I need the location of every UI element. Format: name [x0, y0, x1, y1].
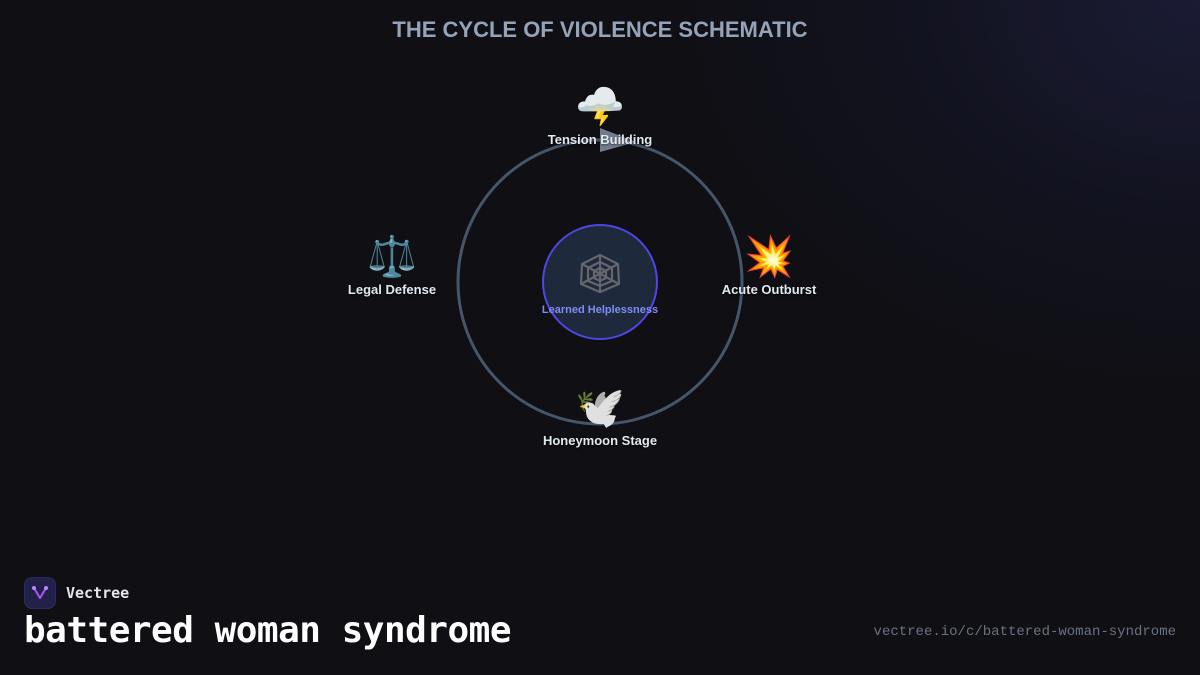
- stage-label: Legal Defense: [347, 282, 437, 297]
- collision-icon: 💥: [744, 235, 794, 279]
- brand: Vectree: [24, 577, 129, 609]
- stage-label: Tension Building: [547, 132, 653, 147]
- stage-tension-building: 🌩️ Tension Building: [548, 84, 652, 147]
- direction-arrow-icon: [600, 128, 636, 152]
- topic-title: battered woman syndrome: [24, 610, 512, 651]
- center-label: Learned Helplessness: [541, 304, 659, 316]
- vectree-logo-icon: [24, 577, 56, 609]
- dove-icon: 🕊️: [575, 386, 625, 430]
- scales-icon: ⚖️: [367, 235, 417, 279]
- stage-legal-defense: ⚖️ Legal Defense: [348, 234, 436, 297]
- stage-label: Honeymoon Stage: [542, 433, 658, 448]
- spider-web-icon: [579, 253, 621, 294]
- cloud-lightning-icon: 🌩️: [575, 85, 625, 129]
- brand-name: Vectree: [66, 584, 130, 602]
- page-url: vectree.io/c/battered-woman-syndrome: [873, 624, 1176, 640]
- stage-label: Acute Outburst: [721, 282, 817, 297]
- stage-acute-outburst: 💥 Acute Outburst: [722, 234, 817, 297]
- stage-honeymoon: 🕊️ Honeymoon Stage: [543, 385, 657, 448]
- diagram-title: THE CYCLE OF VIOLENCE SCHEMATIC: [392, 17, 808, 42]
